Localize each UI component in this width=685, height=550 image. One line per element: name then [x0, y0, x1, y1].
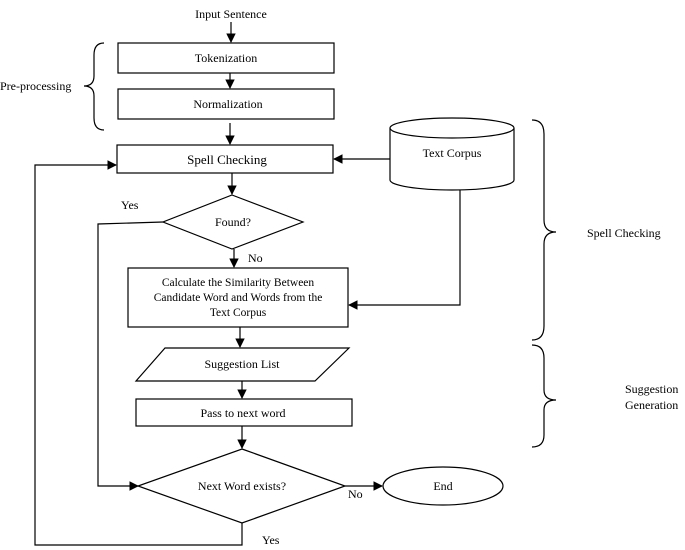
similarity-label-line1: Calculate the Similarity Between	[162, 277, 315, 289]
arrow-found-yes-to-next-word	[97, 221, 164, 491]
similarity-label-line2: Candidate Word and Words from the	[154, 292, 323, 304]
preprocessing-label: Pre-processing	[0, 79, 71, 93]
end-label: End	[433, 479, 452, 493]
next-word-no-label: No	[348, 487, 363, 501]
arrow-corpus-to-similarity	[348, 190, 461, 310]
spell-checking-group-label: Spell Checking	[587, 226, 661, 240]
suggestion-generation-brace	[531, 344, 557, 448]
spell-checking-box	[116, 144, 334, 174]
spell-checking-label: Spell Checking	[187, 152, 267, 167]
next-word-decision-label: Next Word exists?	[198, 479, 286, 493]
found-decision-diamond	[161, 194, 305, 250]
spell-checking-brace	[531, 119, 557, 341]
suggestion-list-parallelogram	[134, 347, 351, 382]
arrow-next-word-yes-loop	[34, 160, 243, 546]
end-terminal	[382, 466, 504, 506]
pass-next-word-box	[135, 398, 353, 427]
tokenization-label: Tokenization	[195, 51, 257, 65]
similarity-box	[127, 267, 349, 328]
text-corpus-cylinder-top	[389, 117, 515, 139]
tokenization-box	[117, 42, 335, 74]
input-sentence-label: Input Sentence	[195, 7, 267, 21]
next-word-yes-label: Yes	[262, 533, 280, 547]
found-no-label: No	[248, 251, 263, 265]
preprocessing-brace	[83, 42, 105, 131]
suggestion-group-label-line2: Generation	[625, 398, 678, 412]
normalization-label: Normalization	[193, 97, 262, 111]
suggestion-list-label: Suggestion List	[204, 357, 280, 371]
found-decision-label: Found?	[215, 215, 251, 229]
text-corpus-label: Text Corpus	[423, 146, 482, 160]
normalization-box	[117, 88, 335, 120]
found-yes-label: Yes	[121, 198, 139, 212]
text-corpus-cylinder	[389, 128, 515, 191]
similarity-label-line3: Text Corpus	[210, 307, 267, 319]
pass-next-word-label: Pass to next word	[201, 406, 286, 420]
suggestion-group-label-line1: Suggestion	[625, 382, 678, 396]
